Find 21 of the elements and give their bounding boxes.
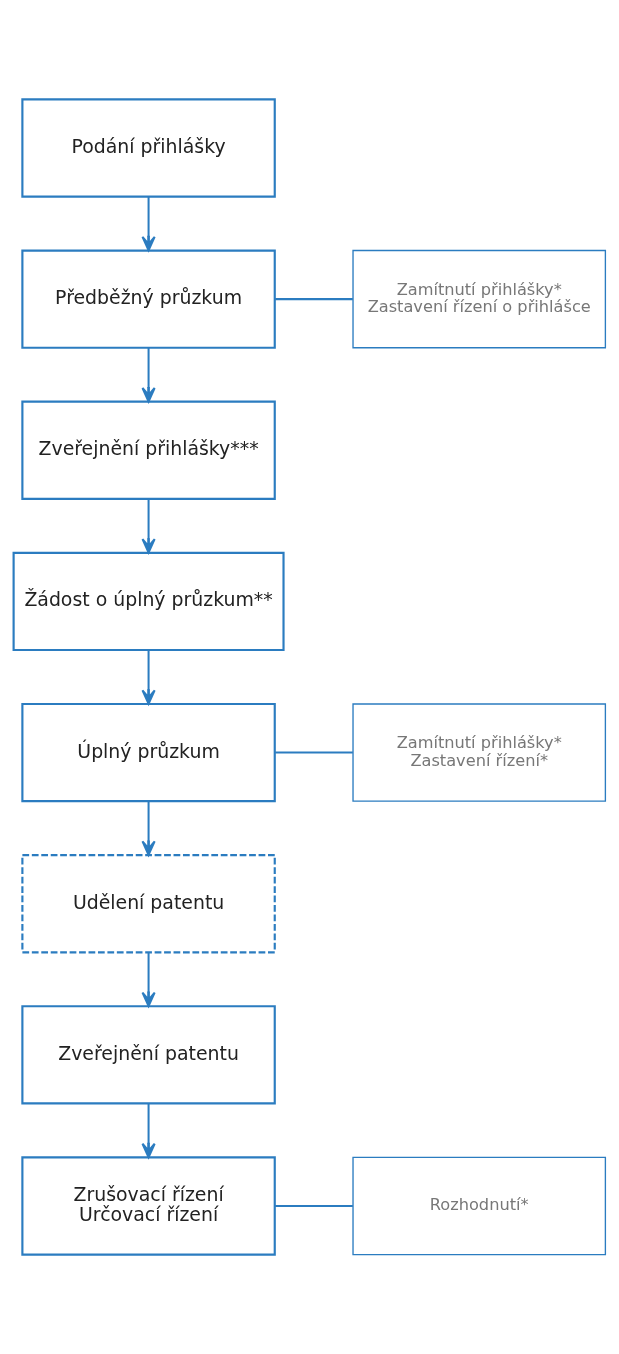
arrow [141,1103,156,1159]
node-box: Zrušovací řízení Určovací řízení [21,1156,276,1256]
node-box: Zveřejnění patentu [21,1005,276,1105]
node-box: Úplný průzkum [21,702,276,803]
arrow [141,347,156,403]
node-box: Zamítnutí přihlášky* Zastavení řízení* [352,703,607,802]
arrow [141,801,156,856]
node-box: Žádost o úplný průzkum** [12,551,285,652]
arrow [141,952,156,1008]
arrow [141,196,156,252]
arrow [141,499,156,554]
arrow [141,650,156,705]
connector [275,298,353,301]
node-box: Předběžný průzkum [21,249,276,349]
connector [275,1205,353,1208]
connector [275,751,353,754]
node-box: Rozhodnutí* [352,1156,607,1256]
node-box: Udělení patentu [21,854,276,954]
node-box: Podání přihlášky [21,98,276,198]
node-box: Zveřejnění přihlášky*** [21,400,276,500]
node-box: Zamítnutí přihlášky* Zastavení řízení o přihlášce [352,249,607,349]
